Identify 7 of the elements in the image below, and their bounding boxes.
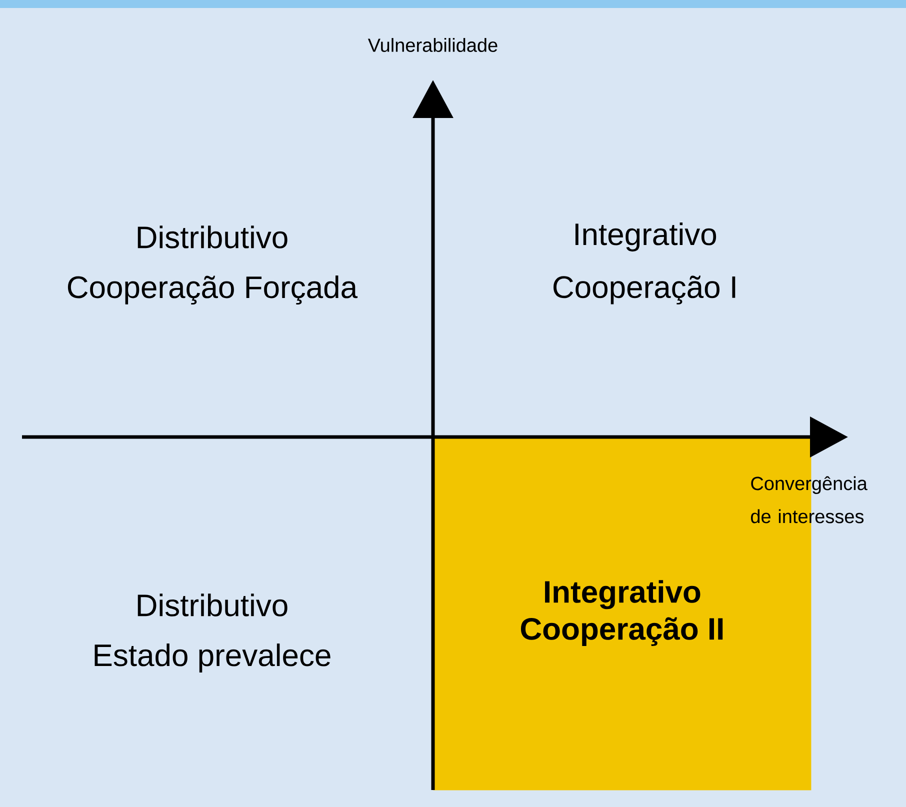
quadrant-label: Distributivo — [138, 594, 288, 616]
quadrant-label: Integrativo — [575, 222, 716, 252]
quadrant-label: Cooperação I — [554, 276, 736, 304]
quadrant-label: Cooperação Forçada — [68, 275, 358, 305]
quadrant-label: Estado prevalece — [94, 644, 330, 672]
axis-label: Vulnerabilidade — [368, 38, 498, 52]
quadrant-label: Distributivo — [138, 226, 288, 248]
